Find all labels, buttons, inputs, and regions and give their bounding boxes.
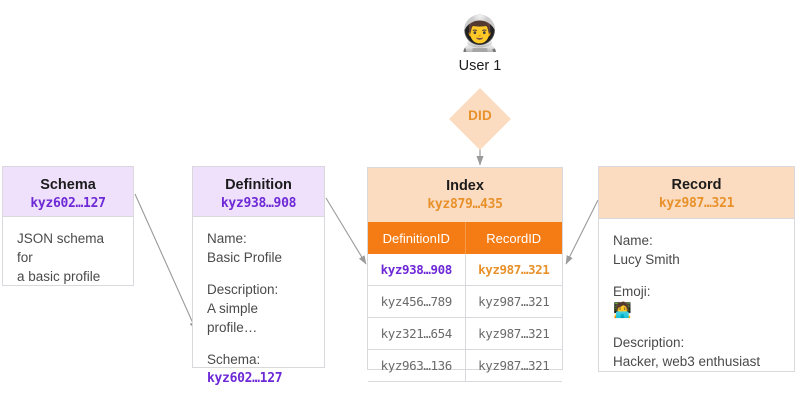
cell-definition-id[interactable]: kyz963…136	[368, 349, 466, 382]
did-label: DID	[468, 108, 492, 123]
record-field-name: Name: Lucy Smith	[613, 231, 780, 269]
definition-field-description-value: A simple profile…	[207, 301, 259, 335]
schema-description-line-1: JSON schema for	[17, 231, 105, 265]
cell-record-id[interactable]: kyz987…321	[464, 317, 562, 350]
record-field-description-key: Description:	[613, 335, 685, 350]
definition-card-body: Name: Basic Profile Description: A simpl…	[193, 217, 324, 388]
table-row[interactable]: kyz321…654 kyz987…321	[368, 317, 562, 350]
definition-field-schema-value: kyz602…127	[207, 371, 283, 386]
index-id: kyz879…435	[427, 197, 503, 212]
schema-description-line-2: a basic profile	[17, 269, 101, 284]
astronaut-icon: 👨‍🚀	[458, 14, 502, 54]
table-row[interactable]: kyz456…789 kyz987…321	[368, 285, 562, 318]
index-table-header-row: DefinitionID RecordID	[368, 222, 562, 254]
record-field-name-key: Name:	[613, 233, 653, 248]
cell-definition-id[interactable]: kyz938…908	[368, 254, 466, 286]
definition-field-name: Name: Basic Profile	[207, 229, 310, 267]
actor-label: User 1	[458, 58, 502, 74]
cell-record-id[interactable]: kyz987…321	[464, 254, 562, 286]
definition-card[interactable]: Definition kyz938…908 Name: Basic Profil…	[192, 166, 325, 386]
column-header-definition-id[interactable]: DefinitionID	[368, 222, 466, 254]
definition-field-schema: Schema: kyz602…127	[207, 350, 310, 388]
technologist-icon: 🧑‍💻	[613, 301, 632, 319]
schema-title: Schema	[40, 177, 96, 193]
cell-record-id[interactable]: kyz987…321	[464, 349, 562, 382]
schema-card-body: JSON schema for a basic profile	[3, 217, 133, 286]
definition-card-header: Definition kyz938…908	[193, 167, 324, 217]
definition-field-name-key: Name:	[207, 231, 247, 246]
cell-record-id[interactable]: kyz987…321	[464, 285, 562, 318]
schema-card[interactable]: Schema kyz602…127 JSON schema for a basi…	[2, 166, 134, 286]
record-card-body: Name: Lucy Smith Emoji: 🧑‍💻 Description:…	[599, 219, 794, 371]
record-field-description: Description: Hacker, web3 enthusiast	[613, 333, 780, 371]
table-row[interactable]: kyz963…136 kyz987…321	[368, 349, 562, 382]
definition-field-name-value: Basic Profile	[207, 250, 283, 265]
definition-title: Definition	[225, 177, 292, 193]
record-field-name-value: Lucy Smith	[613, 252, 680, 267]
record-card[interactable]: Record kyz987…321 Name: Lucy Smith Emoji…	[598, 166, 795, 372]
cell-definition-id[interactable]: kyz321…654	[368, 317, 466, 350]
record-field-emoji-key: Emoji:	[613, 284, 651, 299]
definition-field-description: Description: A simple profile…	[207, 280, 310, 337]
record-title: Record	[671, 177, 722, 193]
schema-id: kyz602…127	[30, 196, 106, 211]
record-field-emoji: Emoji: 🧑‍💻	[613, 282, 780, 320]
definition-id: kyz938…908	[220, 196, 297, 211]
schema-card-header: Schema kyz602…127	[3, 167, 133, 217]
definition-field-schema-key: Schema:	[207, 352, 261, 367]
record-id: kyz987…321	[658, 196, 735, 211]
arrow-record-to-index	[565, 199, 599, 265]
cell-definition-id[interactable]: kyz456…789	[368, 285, 466, 318]
index-card-header: Index kyz879…435	[368, 168, 562, 222]
index-card[interactable]: Index kyz879…435 DefinitionID RecordID k…	[367, 167, 563, 382]
definition-field-description-key: Description:	[207, 282, 279, 297]
did-node[interactable]: DID	[437, 88, 523, 150]
record-card-header: Record kyz987…321	[599, 167, 794, 219]
table-row[interactable]: kyz938…908 kyz987…321	[368, 254, 562, 286]
index-title: Index	[446, 178, 484, 194]
record-field-description-value: Hacker, web3 enthusiast	[613, 354, 761, 369]
arrow-schema-to-definition	[134, 193, 197, 331]
column-header-record-id[interactable]: RecordID	[465, 222, 562, 254]
index-table: DefinitionID RecordID kyz938…908 kyz987……	[368, 222, 562, 382]
arrow-definition-to-index	[325, 197, 367, 265]
